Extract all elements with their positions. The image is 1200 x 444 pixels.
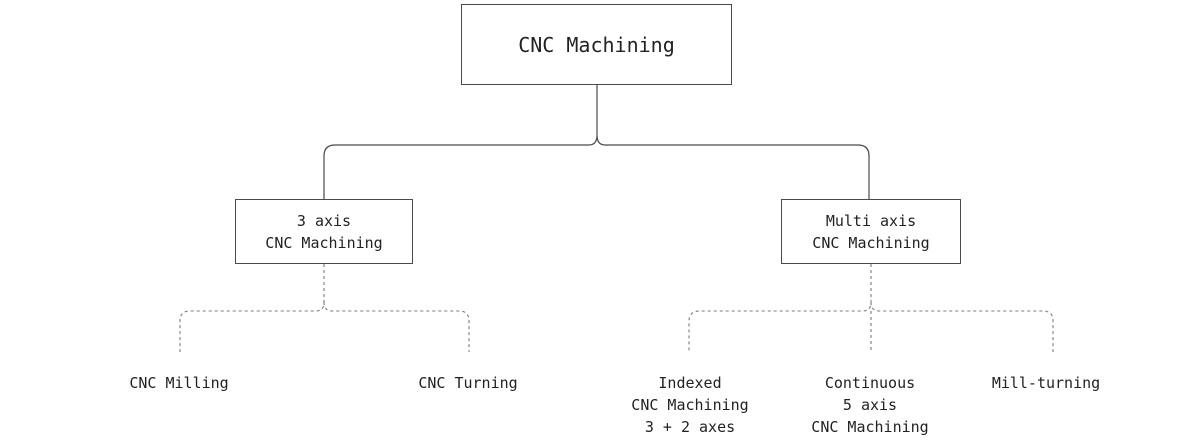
category-node-3-axis: 3 axis CNC Machining: [235, 199, 413, 264]
leaf-node-continuous: Continuous 5 axis CNC Machining: [790, 372, 950, 438]
leaf-node-cnc-milling: CNC Milling: [109, 372, 249, 394]
root-node: CNC Machining: [461, 4, 732, 85]
leaf-node-label-line: CNC Machining: [631, 396, 749, 414]
leaf-node-label-line: 3 + 2 axes: [644, 418, 736, 436]
root-node-label: CNC Machining: [518, 32, 675, 57]
three-axis-brace-connector: [179, 264, 470, 352]
leaf-node-indexed: Indexed CNC Machining 3 + 2 axes: [610, 372, 770, 438]
category-node-label-line: CNC Machining: [265, 233, 383, 252]
leaf-node-cnc-turning: CNC Turning: [398, 372, 538, 394]
category-node-label-line: 3 axis: [296, 211, 352, 230]
category-node-label-line: Multi axis: [825, 211, 917, 230]
leaf-node-mill-turning: Mill-turning: [976, 372, 1116, 394]
multi-axis-brace-connector: [688, 264, 1054, 352]
category-node-multi-axis: Multi axis CNC Machining: [781, 199, 961, 264]
leaf-node-label-line: CNC Milling: [129, 374, 229, 392]
root-brace-connector: [323, 85, 870, 199]
leaf-node-label-line: 5 axis: [842, 396, 898, 414]
leaf-node-label-line: Continuous: [824, 374, 916, 392]
leaf-node-label-line: Indexed: [658, 374, 722, 392]
category-node-label-line: CNC Machining: [812, 233, 930, 252]
leaf-node-label-line: Mill-turning: [991, 374, 1101, 392]
leaf-node-label-line: CNC Turning: [418, 374, 518, 392]
leaf-node-label-line: CNC Machining: [811, 418, 929, 436]
